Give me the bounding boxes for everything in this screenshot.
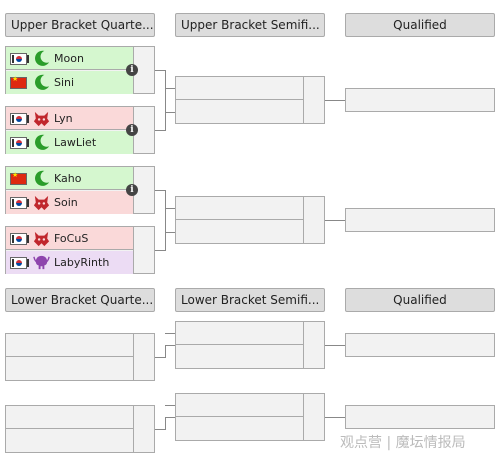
night-elf-icon bbox=[35, 134, 50, 150]
lb-quarterfinal-match-1[interactable] bbox=[5, 333, 155, 381]
player-name: Lyn bbox=[54, 112, 73, 125]
orc-icon bbox=[33, 195, 50, 211]
china-flag-icon bbox=[10, 171, 27, 185]
info-icon[interactable]: i bbox=[126, 184, 138, 196]
connector-line bbox=[165, 232, 175, 233]
player-slot-empty[interactable] bbox=[176, 418, 303, 441]
player-slot-empty[interactable] bbox=[176, 101, 303, 124]
ub-semifinal-match-2[interactable] bbox=[175, 196, 325, 244]
header-upper-bracket-semifinals: Upper Bracket Semifi... bbox=[175, 13, 325, 37]
connector-line bbox=[155, 429, 165, 430]
connector-line bbox=[165, 88, 175, 89]
orc-icon bbox=[33, 111, 50, 127]
info-icon[interactable]: i bbox=[126, 124, 138, 136]
south-korea-flag-icon bbox=[10, 233, 29, 245]
score-cell bbox=[303, 394, 324, 440]
player-slot[interactable]: Lyn bbox=[6, 107, 133, 130]
ub-semifinal-match-1[interactable] bbox=[175, 76, 325, 124]
south-korea-flag-icon bbox=[10, 257, 29, 269]
score-cell bbox=[303, 77, 324, 123]
connector-line bbox=[325, 345, 345, 346]
player-name: Kaho bbox=[54, 172, 82, 185]
lb-qualified-slot-1[interactable] bbox=[345, 333, 495, 357]
south-korea-flag-icon bbox=[10, 113, 29, 125]
connector-line bbox=[155, 250, 165, 251]
player-slot-empty[interactable] bbox=[6, 406, 133, 429]
score-cell bbox=[133, 227, 154, 273]
info-icon[interactable]: i bbox=[126, 64, 138, 76]
player-name: Sini bbox=[54, 76, 75, 89]
header-lower-qualified: Qualified bbox=[345, 288, 495, 312]
night-elf-icon bbox=[35, 170, 50, 186]
score-cell bbox=[303, 197, 324, 243]
connector-line bbox=[165, 208, 175, 209]
connector-line bbox=[155, 130, 165, 131]
connector-line bbox=[165, 345, 175, 346]
score-cell bbox=[133, 334, 154, 380]
lb-semifinal-match-2[interactable] bbox=[175, 393, 325, 441]
ub-quarterfinal-match-3[interactable]: Kaho Soin bbox=[5, 166, 155, 214]
ub-qualified-slot-1[interactable] bbox=[345, 88, 495, 112]
night-elf-icon bbox=[35, 74, 50, 90]
player-slot-empty[interactable] bbox=[176, 322, 303, 345]
connector-line bbox=[325, 220, 345, 221]
ub-qualified-slot-2[interactable] bbox=[345, 208, 495, 232]
connector-line bbox=[165, 190, 166, 251]
undead-icon bbox=[33, 255, 50, 270]
player-name: FoCuS bbox=[54, 232, 89, 245]
connector-line bbox=[155, 70, 165, 71]
connector-line bbox=[165, 333, 175, 334]
connector-line bbox=[165, 405, 175, 406]
connector-line bbox=[165, 70, 166, 131]
watermark-text: 观点营 | 魔坛情报局 bbox=[340, 435, 466, 451]
ub-quarterfinal-match-1[interactable]: Moon Sini bbox=[5, 46, 155, 94]
player-slot[interactable]: Soin bbox=[6, 191, 133, 214]
score-cell bbox=[133, 406, 154, 452]
connector-line bbox=[165, 417, 175, 418]
player-slot[interactable]: Kaho bbox=[6, 167, 133, 190]
lb-semifinal-match-1[interactable] bbox=[175, 321, 325, 369]
player-slot-empty[interactable] bbox=[6, 334, 133, 357]
night-elf-icon bbox=[35, 50, 50, 66]
connector-line bbox=[165, 345, 166, 358]
player-slot-empty[interactable] bbox=[176, 197, 303, 220]
connector-line bbox=[165, 417, 166, 430]
player-slot-empty[interactable] bbox=[176, 346, 303, 369]
player-slot-empty[interactable] bbox=[176, 77, 303, 100]
connector-line bbox=[165, 112, 175, 113]
player-name: Soin bbox=[54, 196, 78, 209]
player-slot[interactable]: LawLiet bbox=[6, 131, 133, 154]
connector-line bbox=[155, 190, 165, 191]
lb-qualified-slot-2[interactable] bbox=[345, 405, 495, 429]
orc-icon bbox=[33, 231, 50, 247]
china-flag-icon bbox=[10, 75, 27, 89]
score-cell bbox=[303, 322, 324, 368]
player-name: LabyRinth bbox=[54, 256, 110, 269]
header-upper-qualified: Qualified bbox=[345, 13, 495, 37]
player-slot-empty[interactable] bbox=[176, 221, 303, 244]
ub-quarterfinal-match-4[interactable]: FoCuS LabyRinth bbox=[5, 226, 155, 274]
player-name: Moon bbox=[54, 52, 84, 65]
connector-line bbox=[155, 357, 165, 358]
player-name: LawLiet bbox=[54, 136, 97, 149]
header-lower-bracket-quarterfinals: Lower Bracket Quarte... bbox=[5, 288, 155, 312]
player-slot[interactable]: Moon bbox=[6, 47, 133, 70]
south-korea-flag-icon bbox=[10, 197, 29, 209]
player-slot[interactable]: LabyRinth bbox=[6, 251, 133, 274]
player-slot[interactable]: FoCuS bbox=[6, 227, 133, 250]
player-slot-empty[interactable] bbox=[176, 394, 303, 417]
header-lower-bracket-semifinals: Lower Bracket Semifi... bbox=[175, 288, 325, 312]
south-korea-flag-icon bbox=[10, 137, 29, 149]
connector-line bbox=[325, 417, 345, 418]
player-slot-empty[interactable] bbox=[6, 430, 133, 453]
player-slot[interactable]: Sini bbox=[6, 71, 133, 94]
player-slot-empty[interactable] bbox=[6, 358, 133, 381]
connector-line bbox=[325, 100, 345, 101]
south-korea-flag-icon bbox=[10, 53, 29, 65]
lb-quarterfinal-match-2[interactable] bbox=[5, 405, 155, 453]
header-upper-bracket-quarterfinals: Upper Bracket Quarte... bbox=[5, 13, 155, 37]
